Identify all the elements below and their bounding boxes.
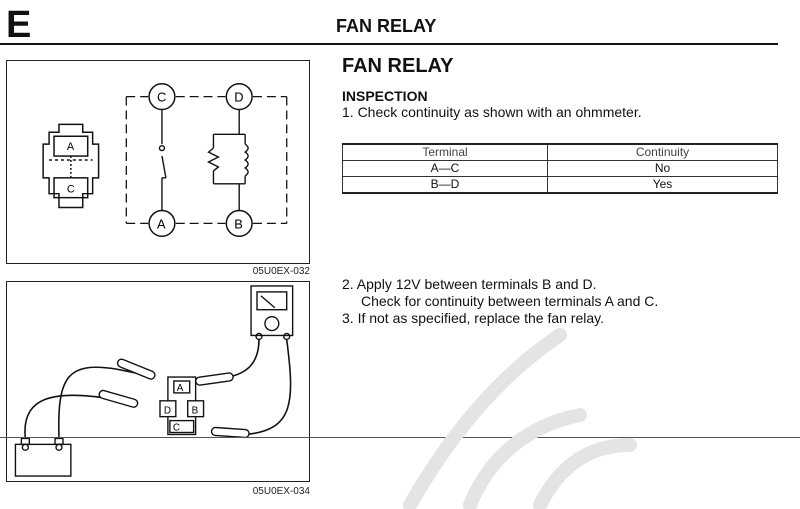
table-cell-terminal: A—C [342,160,548,177]
terminal-label-b: B [234,216,243,231]
connector-outline [42,123,100,209]
header-rule [0,43,778,45]
relay-schematic-drawing: A C C D A B [42,83,288,238]
test-connector-label-a: A [177,383,184,394]
watermark-logo [403,328,637,509]
battery-icon [14,437,72,477]
test-wires [24,339,292,439]
terminal-label-c: C [157,90,166,105]
test-setup-drawing: A D B C [14,285,294,477]
steps-block: 2. Apply 12V between terminals B and D. … [342,276,782,327]
table-header-terminal: Terminal [342,143,548,161]
step-1-text: 1. Check continuity as shown with an ohm… [342,104,642,120]
figure-code-1: 05U0EX-032 [252,266,310,277]
figure-relay-schematic: A C C D A B [6,60,310,264]
table-row: A—C No [342,160,778,177]
inspection-subtitle: INSPECTION [342,88,428,104]
table-row: B—D Yes [342,176,778,194]
continuity-table: Terminal Continuity A—C No B—D Yes [342,143,778,194]
connector-label-a: A [67,141,75,153]
table-header-row: Terminal Continuity [342,143,778,161]
probe-leads [98,358,250,439]
table-cell-continuity: No [547,160,778,177]
table-header-continuity: Continuity [547,143,778,161]
terminal-label-d: D [234,90,243,105]
step-3-text: 3. If not as specified, replace the fan … [342,310,605,326]
content-title: FAN RELAY [342,55,454,77]
relay-switch-contact [158,109,167,211]
content-block: FAN RELAY INSPECTION 1. Check continuity… [342,55,782,121]
relay-dashed-outline [125,96,288,225]
relay-connector-icon [159,376,205,436]
connector-label-c: C [67,184,75,196]
table-cell-continuity: Yes [547,176,778,194]
terminal-label-a: A [157,216,166,231]
step-2-detail-text: Check for continuity between terminals A… [361,293,659,309]
step-2-text: 2. Apply 12V between terminals B and D. [342,276,597,292]
test-connector-label-b: B [192,406,199,417]
page-header-title: FAN RELAY [336,16,437,36]
figure-code-2: 05U0EX-034 [252,486,310,497]
relay-coil-resistor [206,109,249,211]
table-cell-terminal: B—D [342,176,548,194]
section-letter: E [6,4,31,46]
figure-test-setup: A D B C [6,281,310,482]
bottom-rule [0,437,800,438]
test-connector-label-d: D [164,406,171,417]
ohmmeter-icon [250,285,294,341]
test-connector-label-c: C [173,423,180,434]
